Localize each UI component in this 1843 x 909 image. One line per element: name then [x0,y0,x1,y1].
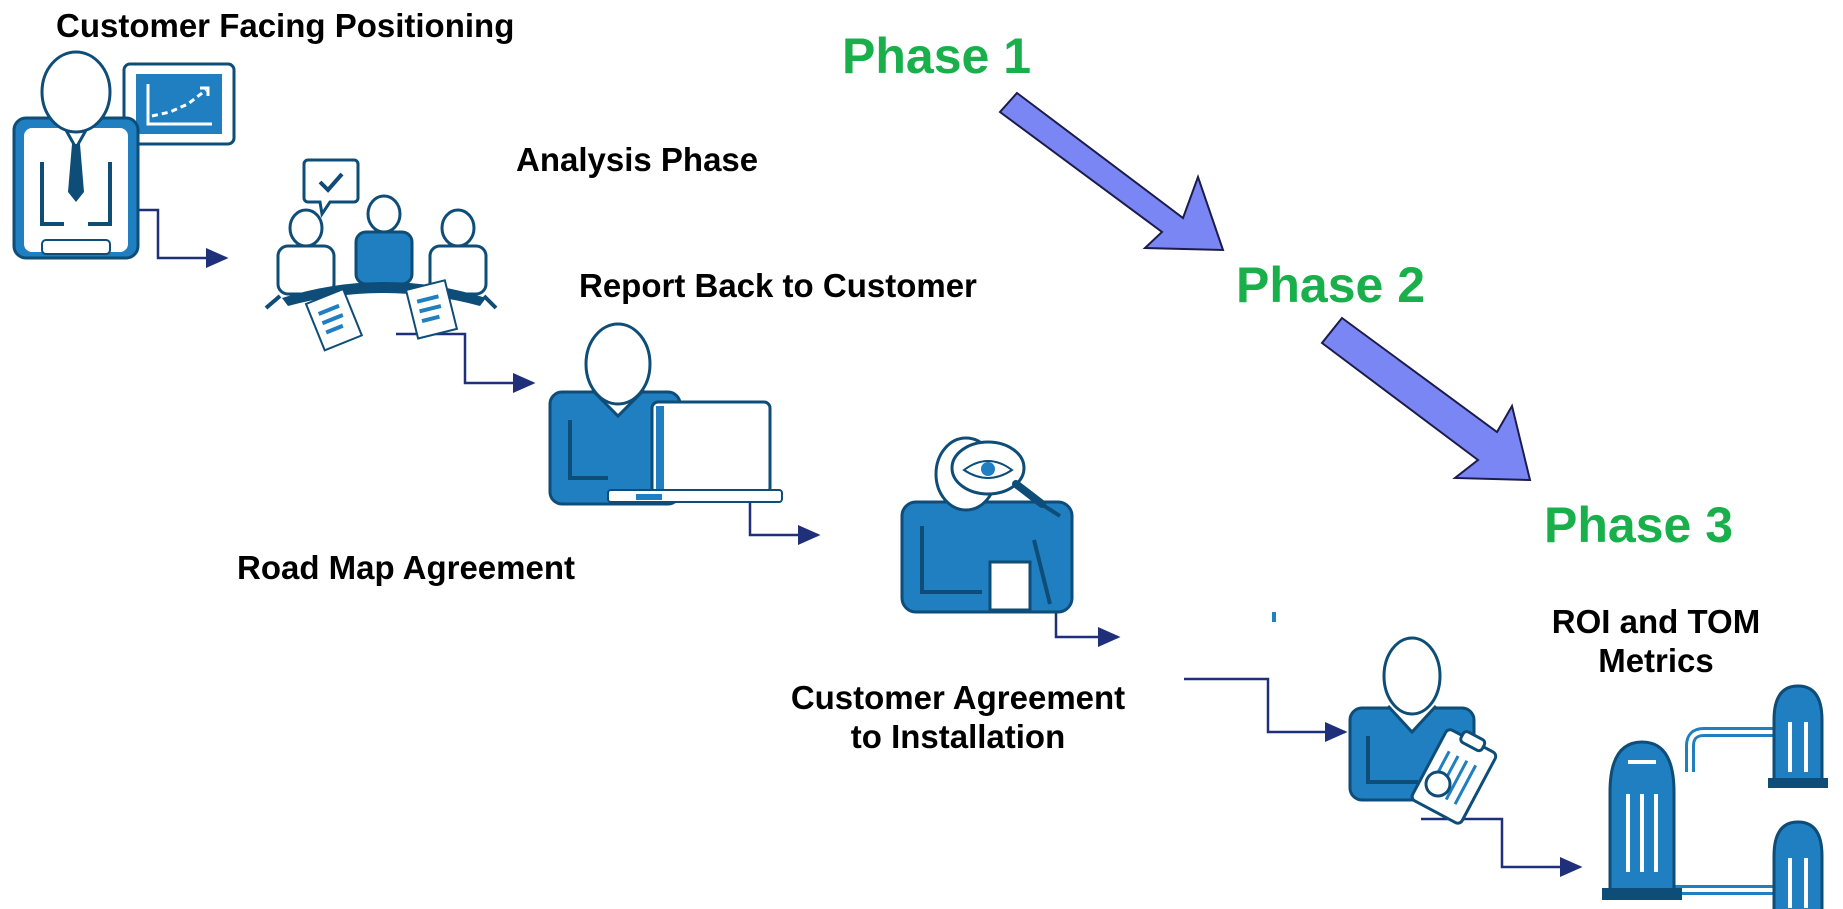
step-label-line: to Installation [850,718,1066,755]
connector-arrow [1184,677,1348,742]
presenter-chart-icon [12,50,236,260]
step-label-customer-facing-positioning: Customer Facing Positioning [56,7,515,44]
person-clipboard-icon [1348,636,1498,825]
step-label-customer-agreement: Customer Agreement to Installation [738,678,1178,756]
connector-arrow [396,332,536,393]
step-label-report-back-to-customer: Report Back to Customer [579,267,977,304]
step-label-road-map-agreement: Road Map Agreement [237,549,575,586]
connector-stub [1272,612,1276,622]
person-laptop-icon [548,322,783,506]
step-label-analysis-phase: Analysis Phase [516,141,759,178]
person-magnifier-icon [900,436,1074,614]
phase-arrow-1 [998,91,1225,252]
phase-arrow-2 [1320,316,1532,482]
step-label-line: Metrics [1598,642,1714,679]
phase-3-label: Phase 3 [1544,497,1734,553]
server-icon [1768,684,1828,788]
step-label-line: Customer Agreement [790,679,1126,716]
network-servers-icon [1602,684,1828,909]
phase-1-label: Phase 1 [842,28,1032,84]
connector-arrow [1421,817,1583,877]
phase-2-label: Phase 2 [1236,257,1426,313]
meeting-table-icon [264,158,498,352]
server-icon [1772,820,1824,909]
step-label-roi-tom-metrics: ROI and TOM Metrics [1506,602,1806,680]
step-label-line: ROI and TOM [1551,603,1761,640]
server-icon [1602,740,1682,900]
